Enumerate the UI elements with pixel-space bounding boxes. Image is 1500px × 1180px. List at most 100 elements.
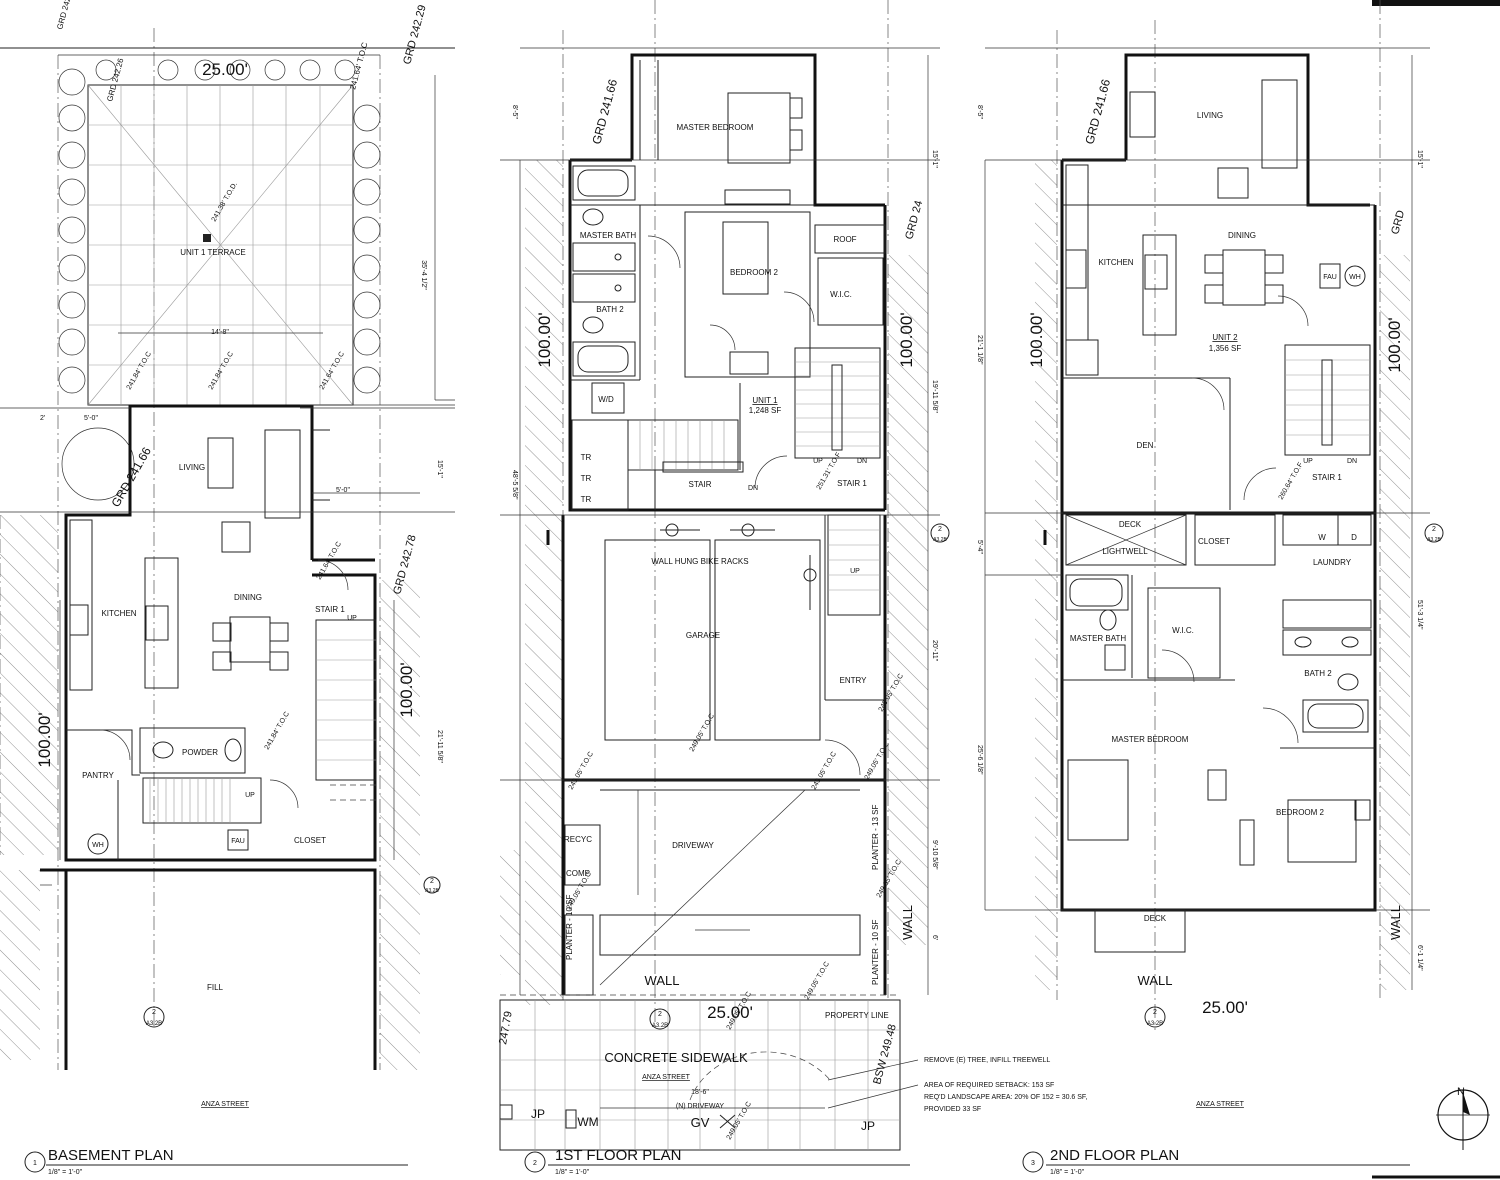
room-stair1-second: STAIR 1 bbox=[1312, 473, 1342, 482]
svg-text:AREA OF REQUIRED SETBACK: 153: AREA OF REQUIRED SETBACK: 153 SF bbox=[924, 1082, 1054, 1089]
svg-text:WH: WH bbox=[1349, 274, 1361, 281]
svg-text:5'-4": 5'-4" bbox=[976, 540, 983, 554]
room-master-bedroom-first: MASTER BEDROOM bbox=[677, 123, 754, 132]
terrace-label: UNIT 1 TERRACE bbox=[180, 248, 246, 257]
second-wall-label: WALL bbox=[1138, 973, 1173, 988]
room-bath2-first: BATH 2 bbox=[596, 305, 624, 314]
svg-text:WH: WH bbox=[92, 842, 104, 849]
room-driveway: DRIVEWAY bbox=[672, 841, 714, 850]
svg-text:1/8" = 1'-0": 1/8" = 1'-0" bbox=[48, 1169, 83, 1176]
svg-text:(N) DRIVEWAY: (N) DRIVEWAY bbox=[676, 1103, 725, 1110]
room-entry: ENTRY bbox=[840, 676, 868, 685]
svg-text:A3.2B: A3.2B bbox=[1147, 1021, 1163, 1027]
svg-text:2: 2 bbox=[1432, 526, 1436, 533]
svg-text:TR: TR bbox=[581, 495, 592, 504]
svg-text:UP: UP bbox=[850, 568, 860, 575]
first-street-label: ANZA STREET bbox=[642, 1074, 691, 1081]
svg-text:15'-1": 15'-1" bbox=[436, 460, 443, 478]
svg-text:48'-5 5/8": 48'-5 5/8" bbox=[511, 470, 518, 500]
second-depth-dim-left: 100.00' bbox=[1027, 312, 1046, 367]
svg-text:JP: JP bbox=[861, 1119, 875, 1133]
svg-text:2: 2 bbox=[658, 1011, 662, 1018]
svg-text:REQ'D LANDSCAPE AREA: 20% OF 1: REQ'D LANDSCAPE AREA: 20% OF 152 = 30.6 … bbox=[924, 1094, 1087, 1101]
svg-text:A3.2B: A3.2B bbox=[933, 537, 947, 543]
second-section-mark-right: 2 A3.2B bbox=[1424, 523, 1444, 543]
svg-text:5'-0": 5'-0" bbox=[336, 487, 350, 494]
room-closet-basement: CLOSET bbox=[294, 836, 326, 845]
svg-text:PROVIDED 33 SF: PROVIDED 33 SF bbox=[924, 1106, 981, 1113]
room-garage: GARAGE bbox=[686, 631, 720, 640]
room-bedroom2-first: BEDROOM 2 bbox=[730, 268, 779, 277]
room-bedroom2-second: BEDROOM 2 bbox=[1276, 808, 1325, 817]
room-living-basement: LIVING bbox=[179, 463, 205, 472]
svg-text:WM: WM bbox=[577, 1115, 598, 1129]
svg-text:PLANTER - 10 SF: PLANTER - 10 SF bbox=[871, 920, 880, 985]
svg-text:A3.2B: A3.2B bbox=[652, 1023, 668, 1029]
room-closet-second: CLOSET bbox=[1198, 537, 1230, 546]
svg-text:35'-4 1/2": 35'-4 1/2" bbox=[420, 260, 427, 290]
svg-text:1/8" = 1'-0": 1/8" = 1'-0" bbox=[1050, 1169, 1085, 1176]
svg-text:1/8" = 1'-0": 1/8" = 1'-0" bbox=[555, 1169, 590, 1176]
room-powder: POWDER bbox=[182, 748, 218, 757]
svg-text:COMP: COMP bbox=[566, 869, 590, 878]
first-section-mark-right: 2 A3.2B bbox=[930, 523, 950, 543]
basement-street-label: ANZA STREET bbox=[201, 1101, 250, 1108]
first-title-block: 2 1ST FLOOR PLAN 1/8" = 1'-0" bbox=[524, 1147, 910, 1176]
second-depth-dim-right: 100.00' bbox=[1385, 317, 1404, 372]
svg-text:2ND FLOOR PLAN: 2ND FLOOR PLAN bbox=[1050, 1147, 1179, 1164]
room-stair-first: STAIR bbox=[689, 480, 712, 489]
svg-text:6'-1 1/4": 6'-1 1/4" bbox=[1416, 945, 1423, 971]
room-master-bedroom-second: MASTER BEDROOM bbox=[1112, 735, 1189, 744]
second-floor-plan: 2 A3.2B 2 A3.2B LIVING DINING KITCHEN FA… bbox=[976, 0, 1444, 1176]
svg-text:TR: TR bbox=[581, 474, 592, 483]
unit2-label: UNIT 2 bbox=[1212, 333, 1238, 342]
svg-text:21'-11 5/8": 21'-11 5/8" bbox=[436, 730, 443, 763]
svg-text:UP: UP bbox=[813, 458, 823, 465]
svg-text:DN: DN bbox=[1347, 458, 1357, 465]
svg-text:15'-1": 15'-1" bbox=[931, 150, 938, 168]
svg-text:PLANTER - 13 SF: PLANTER - 13 SF bbox=[871, 805, 880, 870]
room-stair-basement: STAIR 1 bbox=[315, 605, 345, 614]
first-depth-dim-left: 100.00' bbox=[535, 312, 554, 367]
svg-text:2': 2' bbox=[40, 415, 45, 422]
svg-text:2: 2 bbox=[152, 1009, 156, 1016]
sheet-border-top bbox=[1372, 0, 1500, 6]
property-line-label: PROPERTY LINE bbox=[825, 1011, 889, 1020]
room-deck-lower: DECK bbox=[1144, 914, 1167, 923]
north-arrow-icon: N bbox=[1436, 1086, 1490, 1150]
first-depth-dim-right: 100.00' bbox=[897, 312, 916, 367]
svg-text:GV: GV bbox=[691, 1115, 710, 1130]
first-floor-notes: REMOVE (E) TREE, INFILL TREEWELL AREA OF… bbox=[924, 1057, 1087, 1113]
room-wd: W/D bbox=[598, 395, 614, 404]
first-wall-label-right: WALL bbox=[900, 905, 915, 940]
svg-text:25'-6 1/8": 25'-6 1/8" bbox=[976, 745, 983, 775]
svg-text:FAU: FAU bbox=[1323, 274, 1337, 281]
svg-text:A3.2B: A3.2B bbox=[1427, 537, 1441, 543]
room-den: DEN bbox=[1137, 441, 1154, 450]
svg-text:18'-6": 18'-6" bbox=[691, 1089, 709, 1096]
svg-text:8'-5": 8'-5" bbox=[511, 105, 518, 119]
svg-text:1ST FLOOR PLAN: 1ST FLOOR PLAN bbox=[555, 1147, 681, 1164]
svg-text:2: 2 bbox=[938, 526, 942, 533]
svg-text:FAU: FAU bbox=[231, 838, 245, 845]
room-bath2-second: BATH 2 bbox=[1304, 669, 1332, 678]
svg-text:DN: DN bbox=[857, 458, 867, 465]
room-stair1-first: STAIR 1 bbox=[837, 479, 867, 488]
second-title-block: 3 2ND FLOOR PLAN 1/8" = 1'-0" bbox=[1022, 1147, 1410, 1176]
room-living-second: LIVING bbox=[1197, 111, 1223, 120]
room-master-bath-first: MASTER BATH bbox=[580, 231, 637, 240]
room-roof: ROOF bbox=[833, 235, 856, 244]
svg-text:2: 2 bbox=[430, 878, 434, 885]
concrete-sidewalk-label: CONCRETE SIDEWALK bbox=[604, 1050, 748, 1065]
first-section-mark-bottom: 2 A3.2B bbox=[649, 1008, 671, 1030]
svg-text:W: W bbox=[1318, 533, 1326, 542]
svg-text:UP: UP bbox=[1303, 458, 1313, 465]
room-kitchen-basement: KITCHEN bbox=[101, 609, 136, 618]
bike-racks-label: WALL HUNG BIKE RACKS bbox=[651, 557, 748, 566]
svg-text:8'-5": 8'-5" bbox=[976, 105, 983, 119]
basement-depth-dim-right: 100.00' bbox=[397, 662, 416, 717]
room-kitchen-second: KITCHEN bbox=[1098, 258, 1133, 267]
svg-text:UP: UP bbox=[347, 615, 357, 622]
svg-text:BASEMENT PLAN: BASEMENT PLAN bbox=[48, 1147, 174, 1164]
